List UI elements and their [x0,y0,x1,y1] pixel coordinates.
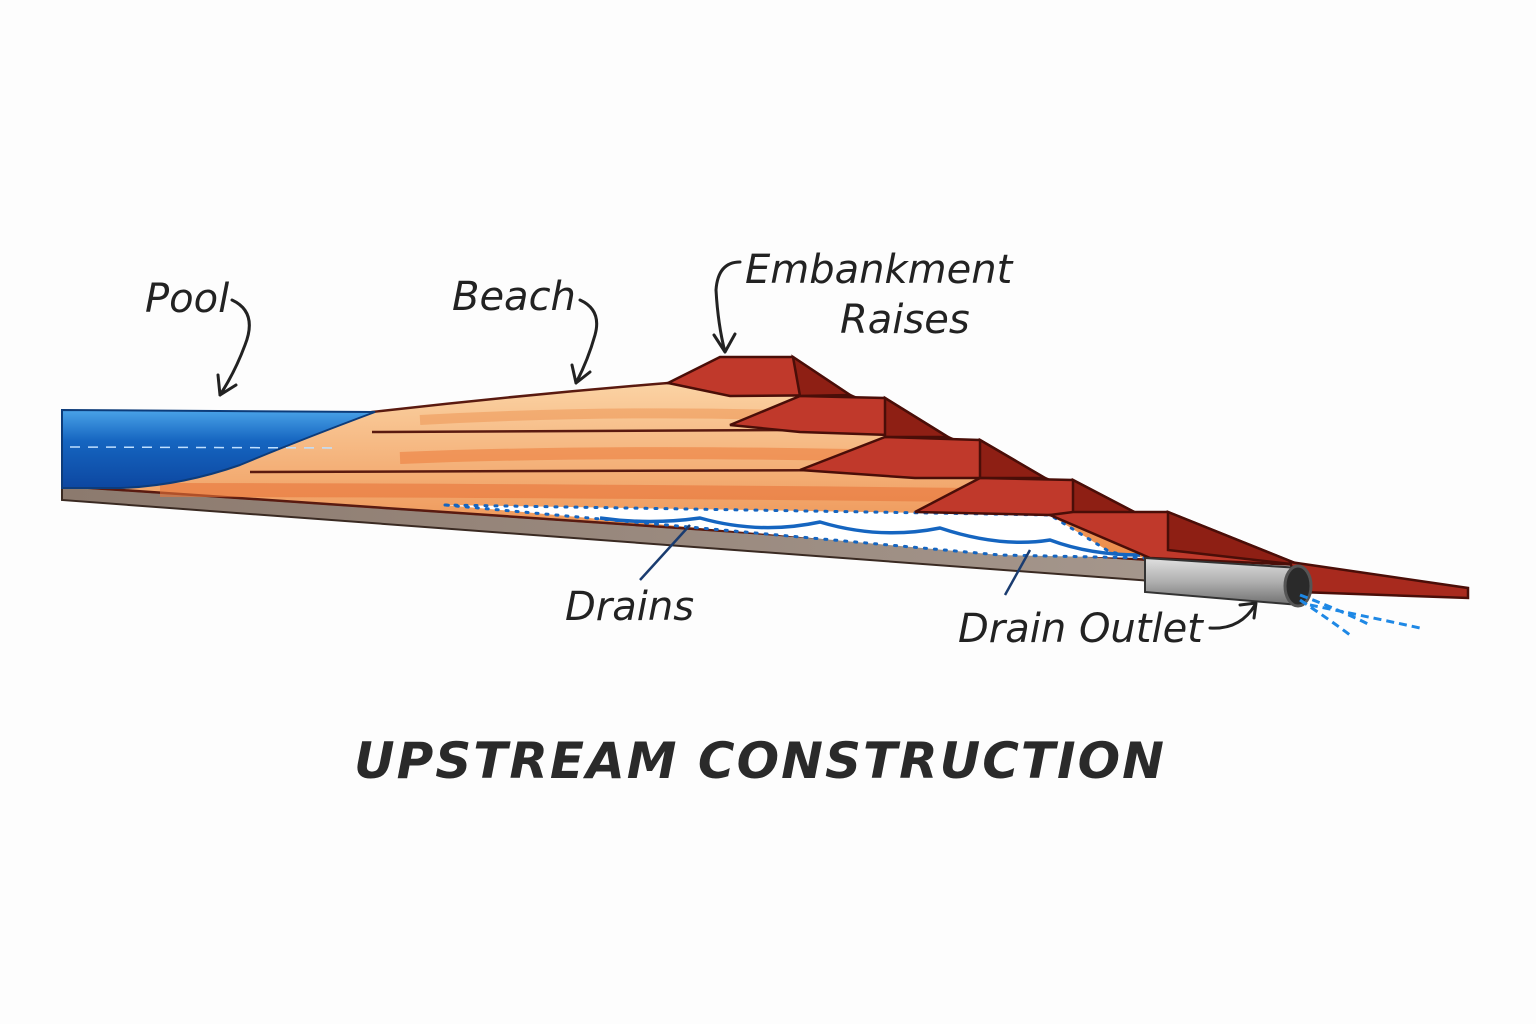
drain-zone [444,503,1146,596]
embankment-label-line2: Raises [840,297,970,343]
pool-arrow [216,298,251,397]
beach-label: Beach [452,274,576,320]
embankment-arrow [712,260,742,354]
embankment-label-line1: Embankment [745,247,1014,293]
pool-label: Pool [145,276,229,322]
diagram-title: UPSTREAM CONSTRUCTION [354,732,1166,790]
drains-label: Drains [565,584,694,630]
drain-outlet-arrow [1208,601,1258,630]
drain-outlet-label: Drain Outlet [958,606,1204,652]
pool-water [61,408,376,489]
drain-outlet-pipe [1144,556,1421,637]
beach-arrow [570,298,599,385]
embankment-raises [664,354,1470,600]
